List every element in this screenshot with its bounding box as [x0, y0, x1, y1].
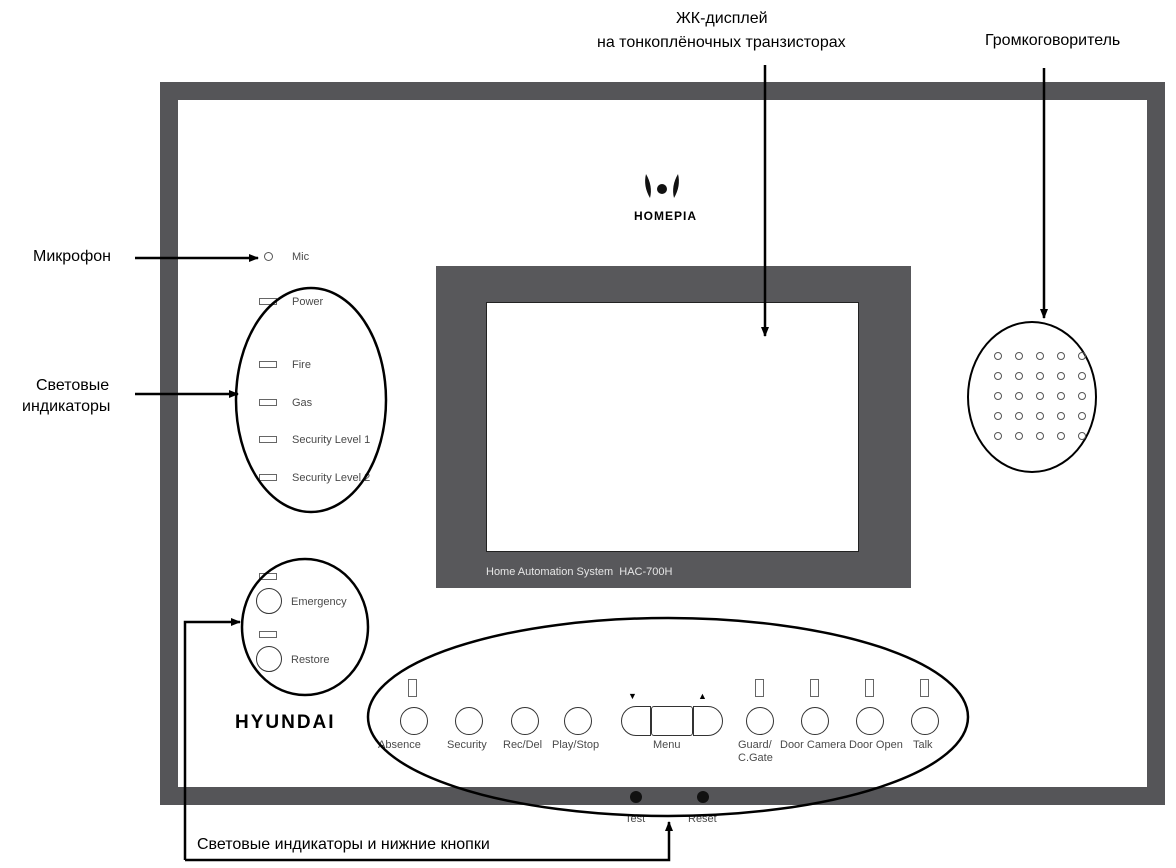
speaker-hole	[1036, 372, 1044, 380]
play-stop-label: Play/Stop	[552, 739, 600, 751]
guard-cgate-button[interactable]	[746, 707, 774, 735]
homepia-logo-icon	[642, 172, 682, 200]
bottom-annotation: Световые индикаторы и нижние кнопки	[197, 836, 490, 853]
security-level-1-led	[259, 436, 277, 443]
emergency-label: Emergency	[291, 596, 347, 608]
speaker-hole	[1078, 412, 1086, 420]
guard-label-line2: C.Gate	[738, 752, 773, 764]
door-open-label: Door Open	[849, 739, 903, 751]
speaker-hole	[1036, 392, 1044, 400]
security-level-1-label: Security Level 1	[292, 434, 371, 446]
speaker-hole	[1036, 412, 1044, 420]
up-arrow-icon: ▲	[698, 691, 707, 701]
emergency-restore-ellipse	[240, 557, 370, 697]
speaker-hole	[1057, 412, 1065, 420]
talk-label: Talk	[913, 739, 933, 751]
speaker-label: Громкоговоритель	[985, 32, 1121, 49]
speaker-grille	[967, 321, 1097, 473]
menu-up-button[interactable]	[693, 706, 723, 736]
indicators-ellipse	[234, 286, 388, 514]
speaker-hole	[1078, 432, 1086, 440]
speaker-hole	[1057, 372, 1065, 380]
speaker-hole	[1078, 372, 1086, 380]
security-level-2-led	[259, 474, 277, 481]
absence-button[interactable]	[400, 707, 428, 735]
speaker-hole	[994, 432, 1002, 440]
mic-annotation: Микрофон	[33, 248, 111, 265]
mic-label: Mic	[292, 251, 310, 263]
tft-label-line1: ЖК-дисплей	[676, 10, 768, 27]
speaker-hole	[1015, 372, 1023, 380]
emergency-connector-arrow	[183, 618, 241, 860]
guard-led	[755, 679, 764, 697]
gas-label: Gas	[292, 397, 313, 409]
bottom-connector-arrow	[185, 821, 673, 862]
power-label: Power	[292, 296, 324, 308]
emergency-led	[259, 573, 277, 580]
fire-led	[259, 361, 277, 368]
absence-led	[408, 679, 417, 697]
hyundai-logo: HYUNDAI	[235, 712, 336, 733]
speaker-hole	[1078, 392, 1086, 400]
speaker-hole	[1036, 352, 1044, 360]
speaker-hole	[1057, 352, 1065, 360]
security-level-2-label: Security Level 2	[292, 472, 371, 484]
speaker-hole	[1015, 392, 1023, 400]
speaker-hole	[1015, 412, 1023, 420]
talk-led	[920, 679, 929, 697]
reset-button[interactable]	[697, 791, 709, 803]
security-label: Security	[447, 739, 487, 751]
tft-display-screen[interactable]	[486, 302, 859, 552]
door-open-button[interactable]	[856, 707, 884, 735]
door-open-led	[865, 679, 874, 697]
absence-label: Absence	[378, 739, 421, 751]
guard-label-line1: Guard/	[738, 739, 772, 751]
door-camera-button[interactable]	[801, 707, 829, 735]
speaker-hole	[994, 352, 1002, 360]
menu-label: Menu	[653, 739, 681, 751]
speaker-hole	[1015, 432, 1023, 440]
rec-del-label: Rec/Del	[503, 739, 543, 751]
tft-label-line2: на тонкоплёночных транзисторах	[597, 34, 846, 51]
door-camera-led	[810, 679, 819, 697]
menu-button[interactable]	[651, 706, 693, 736]
gas-led	[259, 399, 277, 406]
emergency-button[interactable]	[256, 588, 282, 614]
speaker-hole	[1036, 432, 1044, 440]
bottom-buttons-ellipse	[366, 616, 970, 818]
restore-label: Restore	[291, 654, 330, 666]
leds-annotation-line2: индикаторы	[22, 398, 111, 415]
speaker-hole	[1057, 432, 1065, 440]
restore-led	[259, 631, 277, 638]
rec-del-button[interactable]	[511, 707, 539, 735]
speaker-hole	[1015, 352, 1023, 360]
door-camera-label: Door Camera	[780, 739, 847, 751]
menu-down-button[interactable]	[621, 706, 651, 736]
homepia-logo-text: HOMEPIA	[634, 209, 698, 223]
down-arrow-icon: ▼	[628, 691, 637, 701]
speaker-hole	[1057, 392, 1065, 400]
security-button[interactable]	[455, 707, 483, 735]
test-button[interactable]	[630, 791, 642, 803]
mic-hole	[264, 252, 273, 261]
talk-button[interactable]	[911, 707, 939, 735]
speaker-hole	[994, 392, 1002, 400]
play-stop-button[interactable]	[564, 707, 592, 735]
speaker-hole	[994, 372, 1002, 380]
speaker-hole	[1078, 352, 1086, 360]
model-text: Home Automation System HAC-700H	[486, 566, 673, 578]
speaker-hole	[994, 412, 1002, 420]
leds-annotation-line1: Световые	[36, 377, 110, 394]
fire-label: Fire	[292, 359, 311, 371]
restore-button[interactable]	[256, 646, 282, 672]
